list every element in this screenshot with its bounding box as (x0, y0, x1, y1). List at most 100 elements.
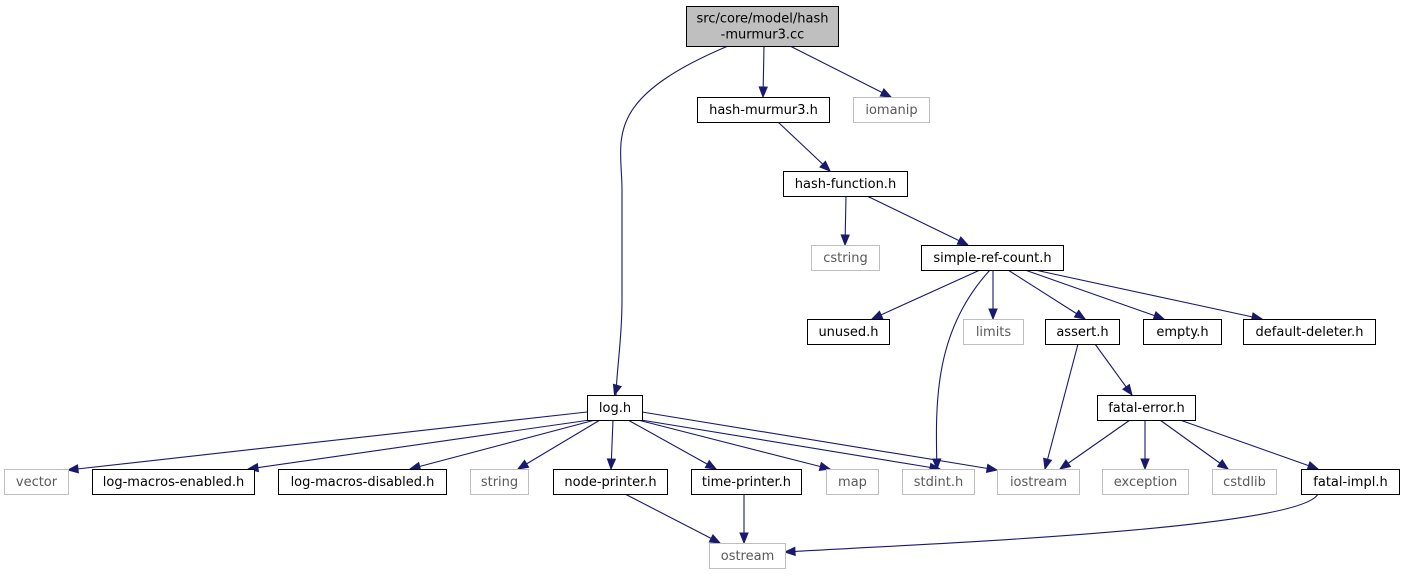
edge-line (866, 195, 969, 246)
edge-arrowhead (870, 310, 884, 320)
node-log-macros-enabled-h[interactable]: log-macros-enabled.h (92, 469, 255, 495)
edge-log-h-to-stdint-h (640, 419, 942, 472)
edge-assert-h-to-iostream (1043, 343, 1079, 471)
edge-simple-ref-count-h-to-unused-h (870, 269, 981, 320)
edge-log-h-to-vector (66, 411, 588, 474)
edge-line (1094, 343, 1133, 396)
edge-line (1059, 419, 1131, 470)
edge-time-printer-h-to-ostream (739, 494, 749, 545)
node-label: fatal-impl.h (1313, 475, 1387, 490)
edge-arrowhead (739, 532, 749, 545)
node-box (1097, 395, 1196, 421)
node-log-macros-disabled-h[interactable]: log-macros-disabled.h (278, 469, 447, 495)
node-simple-ref-count-h[interactable]: simple-ref-count.h (921, 245, 1064, 271)
node-ostream: ostream (709, 543, 786, 569)
node-vector: vector (4, 469, 69, 495)
node-box (709, 543, 786, 569)
node-label: limits (976, 325, 1012, 340)
edge-arrowhead (1073, 309, 1087, 320)
node-label: -murmur3.cc (721, 28, 805, 43)
edge-arrowhead (516, 459, 530, 470)
node-label: default-deleter.h (1256, 325, 1364, 340)
node-label: stdint.h (914, 475, 963, 490)
node-cstdlib: cstdlib (1212, 469, 1277, 495)
edge-node-printer-h-to-ostream (624, 493, 722, 544)
node-box (1301, 469, 1400, 495)
edge-fatal-error-h-to-cstdlib (1159, 419, 1230, 470)
edge-line (789, 45, 892, 98)
edge-arrowhead (956, 236, 970, 246)
node-box (811, 245, 880, 271)
node-empty-h[interactable]: empty.h (1143, 319, 1222, 345)
edge-line (637, 419, 831, 470)
node-label: empty.h (1156, 325, 1208, 340)
node-box (807, 319, 890, 345)
edge-arrowhead (758, 86, 768, 99)
node-hash-murmur3-h[interactable]: hash-murmur3.h (697, 97, 830, 123)
node-label: hash-function.h (795, 177, 896, 192)
edge-line (1159, 419, 1229, 470)
edge-line (1024, 269, 1165, 320)
node-label: simple-ref-count.h (933, 251, 1051, 266)
edge-arrowhead (612, 383, 622, 397)
node-assert-h[interactable]: assert.h (1045, 319, 1120, 345)
node-label: assert.h (1056, 325, 1108, 340)
node-box (963, 319, 1024, 345)
edge-arrowhead (1043, 457, 1053, 471)
node-log-h[interactable]: log.h (587, 395, 643, 421)
edge-arrowhead (985, 463, 999, 473)
node-box (691, 469, 802, 495)
node-string: string (470, 469, 529, 495)
node-box (1243, 319, 1376, 345)
edge-arrowhead (931, 458, 942, 471)
edge-line (1007, 269, 1086, 320)
edge-arrowhead (1140, 458, 1150, 471)
edge-arrowhead (819, 160, 831, 172)
edge-arrowhead (606, 458, 617, 471)
edge-hash-murmur3-h-to-hash-function-h (777, 121, 831, 172)
edge-simple-ref-count-h-to-default-deleter-h (1034, 269, 1264, 322)
edge-hash-function-h-to-simple-ref-count-h (866, 195, 970, 246)
edge-line (871, 269, 981, 320)
node-label: cstdlib (1223, 475, 1266, 490)
edge-simple-ref-count-h-to-limits (988, 270, 998, 321)
edge-log-h-to-time-printer-h (627, 419, 718, 470)
edge-line (409, 419, 596, 470)
node-fatal-error-h[interactable]: fatal-error.h (1097, 395, 1196, 421)
edge-log-h-to-string (516, 419, 601, 470)
edge-line (624, 493, 721, 544)
node-label: hash-murmur3.h (709, 103, 818, 118)
edge-arrowhead (818, 461, 832, 471)
node-box (587, 395, 643, 421)
node-hash-function-h[interactable]: hash-function.h (783, 171, 908, 197)
node-label: fatal-error.h (1108, 401, 1185, 416)
edge-line (247, 419, 591, 470)
node-fatal-impl-h[interactable]: fatal-impl.h (1301, 469, 1400, 495)
node-box (853, 97, 930, 123)
node-map: map (826, 469, 879, 495)
node-label: map (838, 475, 867, 490)
node-label: exception (1114, 475, 1178, 490)
node-node-printer-h[interactable]: node-printer.h (553, 469, 668, 495)
edge-line (67, 411, 588, 471)
node-unused-h[interactable]: unused.h (807, 319, 890, 345)
edge-hash-function-h-to-cstring (840, 195, 850, 247)
node-label: log.h (599, 401, 631, 416)
node-box (686, 6, 839, 47)
edge-arrowhead (840, 234, 850, 247)
edge-simple-ref-count-h-to-assert-h (1007, 269, 1087, 320)
node-time-printer-h[interactable]: time-printer.h (691, 469, 802, 495)
edges-layer (66, 45, 1320, 557)
edge-arrowhead (988, 308, 998, 321)
node-default-deleter-h[interactable]: default-deleter.h (1243, 319, 1376, 345)
edge-arrowhead (1058, 459, 1072, 470)
node-box (826, 469, 879, 495)
node-label: cstring (823, 251, 867, 266)
node-box (921, 245, 1064, 271)
edge-arrowhead (66, 464, 79, 474)
node-box (902, 469, 975, 495)
edge-log-h-to-iostream (641, 411, 999, 473)
edge-arrowhead (879, 88, 893, 98)
node-root[interactable]: src/core/model/hash-murmur3.cc (686, 6, 839, 47)
